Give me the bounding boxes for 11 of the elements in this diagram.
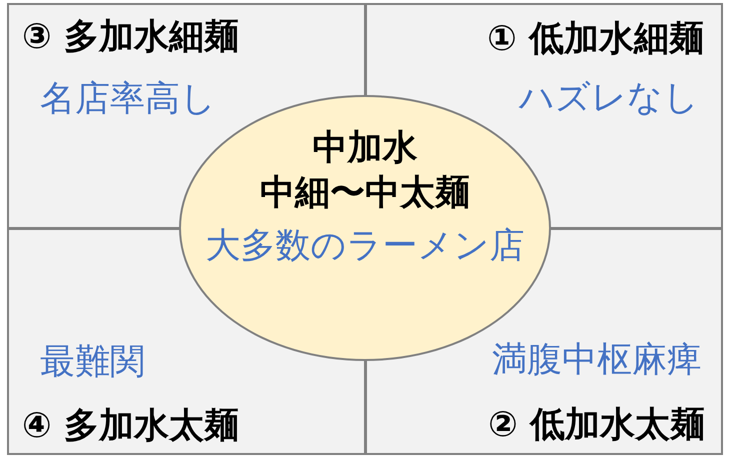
quadrant-note: 満腹中枢麻痺: [492, 339, 702, 381]
ellipse-note: 大多数のラーメン店: [206, 225, 524, 267]
quadrant-heading: ④ 多加水太麺: [22, 405, 239, 447]
quadrant-note: 名店率高し: [40, 78, 216, 120]
quadrant-heading: ③ 多加水細麺: [22, 16, 239, 58]
ellipse-heading: 中加水: [312, 127, 418, 169]
quadrant-note: ハズレなし: [519, 77, 699, 119]
quadrant-heading: ② 低加水太麺: [488, 404, 705, 446]
ellipse-heading: 中細〜中太麺: [260, 172, 470, 214]
quadrant-heading: ① 低加水細麺: [487, 18, 704, 60]
quadrant-note: 最難関: [40, 341, 145, 383]
